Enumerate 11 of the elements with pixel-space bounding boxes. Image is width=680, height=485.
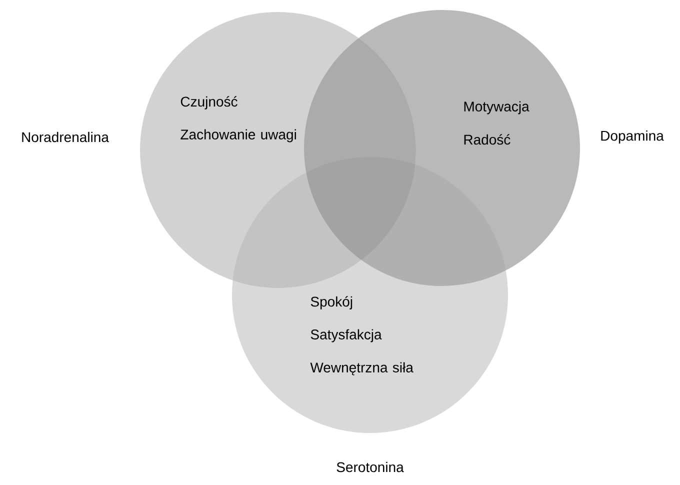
circle-title: Serotonina (336, 462, 404, 472)
item-text: Wewnętrzna siła (310, 362, 414, 376)
circle-title: Dopamina (601, 130, 664, 144)
item-text: Satysfakcja (310, 329, 382, 342)
item-text: Radość (464, 134, 510, 145)
circle-title: Noradrenalina (22, 132, 109, 142)
item-text: Zachowanie uwagi (180, 129, 296, 142)
item-text: Motywacja (464, 101, 530, 114)
venn-circle (232, 157, 508, 433)
item-text: Spokój (310, 296, 352, 310)
item-text: Czujność (180, 96, 238, 110)
